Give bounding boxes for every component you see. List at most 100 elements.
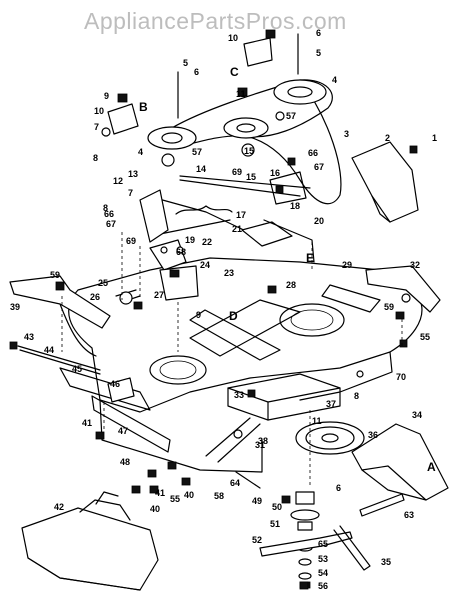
callout-50: 50 bbox=[272, 502, 282, 512]
mounting-brackets bbox=[107, 37, 273, 403]
front-baffle-assembly bbox=[227, 373, 341, 421]
callout-4-upper: 4 bbox=[332, 75, 337, 85]
callout-41-left: 41 bbox=[82, 418, 92, 428]
callout-13: 13 bbox=[128, 169, 138, 179]
callout-10-right: 10 bbox=[228, 33, 238, 43]
callout-33: 33 bbox=[234, 390, 244, 400]
callout-57-right: 57 bbox=[286, 111, 296, 121]
callout-16: 16 bbox=[270, 168, 280, 178]
callout-59-right: 59 bbox=[384, 302, 394, 312]
callout-66-left: 66 bbox=[104, 209, 114, 219]
callout-66: 66 bbox=[308, 148, 318, 158]
callout-2: 2 bbox=[385, 133, 390, 143]
callout-38: 38 bbox=[258, 436, 268, 446]
callout-57-left: 57 bbox=[192, 147, 202, 157]
callout-53: 53 bbox=[318, 554, 328, 564]
callout-15-upper: 15 bbox=[244, 146, 254, 156]
view-letters: A B C D E bbox=[139, 65, 436, 474]
callout-32: 32 bbox=[410, 260, 420, 270]
callout-27: 27 bbox=[154, 290, 164, 300]
callout-37: 37 bbox=[326, 399, 336, 409]
mower-blades bbox=[259, 493, 405, 571]
callout-20: 20 bbox=[314, 216, 324, 226]
callout-1: 1 bbox=[432, 133, 437, 143]
callout-35: 35 bbox=[381, 557, 391, 567]
callout-36: 36 bbox=[368, 430, 378, 440]
callout-23: 23 bbox=[224, 268, 234, 278]
callout-69-upper: 69 bbox=[232, 167, 242, 177]
view-letter-e: E bbox=[306, 251, 314, 265]
callout-31: 31 bbox=[255, 440, 265, 450]
callout-47: 47 bbox=[118, 426, 128, 436]
view-letter-b: B bbox=[139, 100, 148, 114]
callout-5-left: 5 bbox=[183, 58, 188, 68]
callout-9-lower: 9 bbox=[196, 310, 201, 320]
callout-46: 46 bbox=[110, 379, 120, 389]
callout-12: 12 bbox=[113, 176, 123, 186]
callout-3: 3 bbox=[344, 129, 349, 139]
callout-19: 19 bbox=[185, 235, 195, 245]
callout-34: 34 bbox=[412, 410, 422, 420]
callout-8-lower: 8 bbox=[354, 391, 359, 401]
callout-9-upper: 9 bbox=[104, 91, 109, 101]
discharge-chute bbox=[21, 491, 159, 591]
callout-54: 54 bbox=[318, 568, 328, 578]
callout-39: 39 bbox=[10, 302, 20, 312]
callout-51: 51 bbox=[270, 519, 280, 529]
view-letter-d: D bbox=[229, 309, 238, 323]
callout-69-lower: 69 bbox=[126, 236, 136, 246]
callout-40-right: 40 bbox=[184, 490, 194, 500]
callout-28: 28 bbox=[286, 280, 296, 290]
watermark-text: AppliancePartsPros.com bbox=[84, 8, 347, 34]
callout-63: 63 bbox=[404, 510, 414, 520]
callout-25: 25 bbox=[98, 278, 108, 288]
callout-15-mid: 15 bbox=[246, 172, 256, 182]
callout-48: 48 bbox=[120, 457, 130, 467]
callout-49: 49 bbox=[252, 496, 262, 506]
callout-6-left: 6 bbox=[194, 67, 199, 77]
leader-lines bbox=[61, 232, 403, 488]
callout-8-upper: 8 bbox=[93, 153, 98, 163]
callout-6-right: 6 bbox=[316, 28, 321, 38]
callout-4-lower: 4 bbox=[138, 147, 143, 157]
callout-7-lower: 7 bbox=[128, 188, 133, 198]
callout-42: 42 bbox=[54, 502, 64, 512]
callout-24: 24 bbox=[200, 260, 210, 270]
callout-26: 26 bbox=[90, 292, 100, 302]
idler-linkage bbox=[139, 171, 315, 301]
callout-5-right: 5 bbox=[316, 48, 321, 58]
callout-45: 45 bbox=[72, 364, 82, 374]
gauge-wheel-arms bbox=[9, 265, 441, 357]
fastener-hardware bbox=[9, 29, 418, 590]
callout-56: 56 bbox=[318, 581, 328, 591]
callout-8-mid: 8 bbox=[103, 203, 108, 213]
part-callouts: 1 2 3 4 4 5 5 6 6 6 7 7 8 8 8 9 9 10 10 … bbox=[10, 28, 437, 591]
callout-11-upper: 11 bbox=[236, 89, 246, 99]
callout-55-right: 55 bbox=[420, 332, 430, 342]
belt-guard bbox=[351, 141, 419, 223]
callout-65: 65 bbox=[318, 539, 328, 549]
deflector-shield bbox=[351, 423, 449, 501]
callout-14: 14 bbox=[196, 164, 206, 174]
callout-52: 52 bbox=[252, 535, 262, 545]
pulleys bbox=[147, 79, 365, 455]
callout-59-left: 59 bbox=[50, 270, 60, 280]
callout-44: 44 bbox=[44, 345, 54, 355]
callout-29: 29 bbox=[342, 260, 352, 270]
callout-67-right: 67 bbox=[314, 162, 324, 172]
callout-43: 43 bbox=[24, 332, 34, 342]
callout-11-lower: 11 bbox=[312, 416, 322, 426]
callout-68: 68 bbox=[176, 247, 186, 257]
callout-41-right: 41 bbox=[155, 488, 165, 498]
callout-18: 18 bbox=[290, 201, 300, 211]
callout-7-upper: 7 bbox=[94, 122, 99, 132]
callout-58: 58 bbox=[214, 491, 224, 501]
callout-64: 64 bbox=[230, 478, 240, 488]
callout-10-left: 10 bbox=[94, 106, 104, 116]
callout-40-left: 40 bbox=[150, 504, 160, 514]
callout-67-left: 67 bbox=[106, 219, 116, 229]
callout-70: 70 bbox=[396, 372, 406, 382]
callout-17: 17 bbox=[236, 210, 246, 220]
callout-21: 21 bbox=[232, 224, 242, 234]
